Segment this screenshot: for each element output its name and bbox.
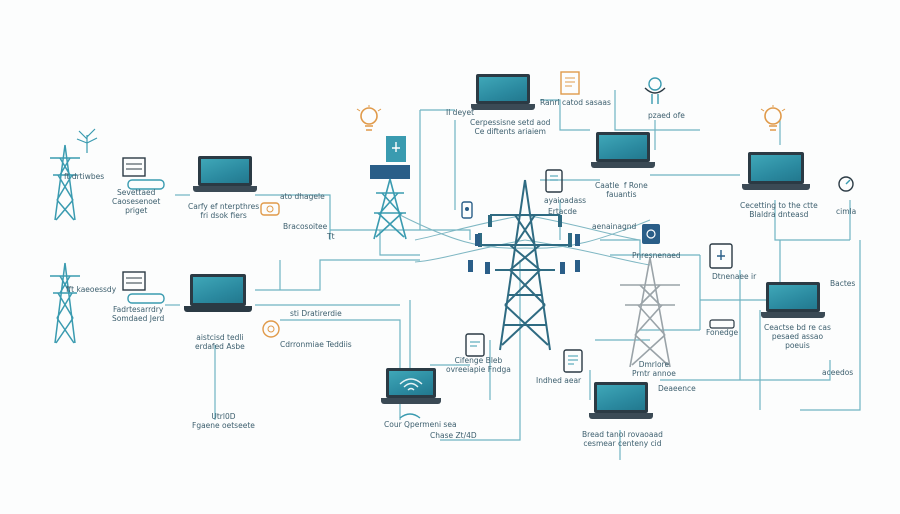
label-tower-right: Dmrlore Prntr annoe (632, 360, 676, 378)
label-bottom-center2: Indhed aear (536, 376, 582, 385)
insulators-icon (468, 234, 580, 274)
label-cr-a: ayaioadass (544, 196, 587, 205)
label-bottom-left: Utrl0D Fgaene oetseete (192, 412, 255, 430)
meter-icon-5 (709, 243, 733, 269)
gray-transmission-tower-icon (620, 257, 680, 368)
laptop-icon-top-right (590, 132, 656, 168)
label-bottom-laptop: Cour Qpermeni sea (384, 420, 457, 429)
label-mid2: Bracosoitee (283, 222, 328, 231)
label-tl-device: Sevettaed Caosesenoet priget (112, 188, 161, 215)
label-center-small3: aistcisd tedli erdafed Asbe (195, 333, 245, 351)
label-dist-r: Fonedge (706, 328, 739, 337)
label-cr-b: aenainagnd (592, 222, 637, 231)
people-icon (644, 77, 666, 104)
label-right-mid2: Bactes (830, 279, 856, 288)
label-bottom-c3: Cifenge Bleb ovreeiapie Fndga (446, 356, 511, 374)
label-mid3: Tt (327, 232, 335, 241)
laptop-icon-left-bottom (184, 274, 252, 312)
label-top-laptop2: Cerpessisne setd aod Ce diftents ariaiem (470, 118, 551, 136)
meter-icon-3 (545, 169, 563, 193)
label-center-small2: Cdrronmiae Teddiis (280, 340, 352, 349)
label-top-right2: pzaed ofe (648, 111, 685, 120)
dial-icon (838, 176, 854, 192)
label-center-right: Caatle f Rone fauantis (595, 181, 648, 199)
small-pylon-icon-bottom (50, 262, 80, 344)
label-right-mid: Ceactse bd re cas pesaed assao poeuis (764, 323, 831, 350)
laptop-small-icon (709, 319, 735, 329)
label-top-right1: Ranrl catod sasaas (540, 98, 611, 107)
laptop-icon-right-mid (760, 282, 826, 318)
laptop-icon-right (742, 152, 810, 190)
factory-icon-bottom (122, 271, 165, 304)
label-cr-c: Pnresnenaed (632, 251, 681, 260)
label-mid1: ato dhagele (280, 192, 325, 201)
gear-icon-bottom (262, 320, 280, 338)
small-pylon-icon-top (50, 144, 80, 221)
label-tl-tower: ft drtiwbes (64, 172, 105, 181)
label-right-icon: cimla (836, 207, 857, 216)
label-bottom-center: Chase Zt/4D (430, 431, 477, 440)
central-transmission-tower-icon (478, 179, 572, 351)
lightbulb-icon-right (760, 105, 786, 131)
meter-icon-4 (642, 224, 660, 244)
meter-icon-6 (465, 333, 485, 357)
tree-icon (76, 128, 98, 153)
laptop-icon-left-top (192, 156, 258, 192)
label-left2-b: Fadrtesarrdry Somdaed Jerd (112, 305, 165, 323)
gear-icon-left (260, 202, 280, 216)
document-icon-orange (560, 71, 580, 95)
label-top-laptop: Il deyet (446, 108, 475, 117)
meter-icon-1 (386, 136, 406, 162)
laptop-icon-top-center (470, 74, 536, 110)
label-right-small: aceedos (822, 368, 854, 377)
wifi-icon (399, 378, 423, 391)
label-left-mid: Carfy ef nterpthres fri dsok fiers (188, 202, 260, 220)
meter-icon-7 (563, 349, 583, 373)
label-cr-d: Ertacde (548, 207, 577, 216)
meter-icon-2 (461, 201, 473, 219)
factory-icon-top (122, 157, 165, 190)
wifi-router-icon (399, 413, 421, 419)
label-center-small1: sti Dratirerdie (290, 309, 342, 318)
label-tower-right2: Deaeence (658, 384, 696, 393)
lightbulb-icon-left (356, 105, 382, 131)
teal-tower-icon (370, 165, 410, 240)
label-dm: Dtnenaee ir (712, 272, 757, 281)
label-left2-a: fft kaeoessdy (66, 285, 117, 294)
label-bottom-right: Bread tanol rovaoaad cesmear centeny cid (582, 430, 663, 448)
label-right-laptop: Cecetting to the ctte Blaldra dnteasd (740, 201, 818, 219)
laptop-icon-bottom-right (588, 382, 654, 419)
